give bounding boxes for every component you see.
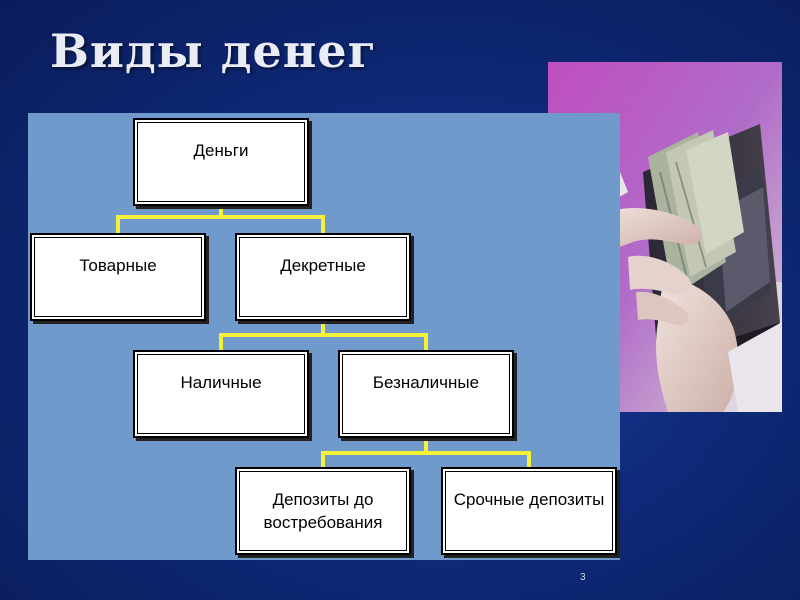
node-tovarnye: Товарные [30,233,206,321]
wallet-money-photo [548,62,782,412]
node-dekretnye-label: Декретные [280,256,366,275]
diagram-panel: Деньги Товарные Декретные Наличные Безна… [28,113,620,560]
wallet-photo-icon [548,62,782,412]
slide-title: Виды денег [50,24,377,78]
page-number: 3 [580,572,586,583]
node-depozity-do-vostrebovaniya-label: Депозиты до востребования [263,490,383,532]
node-dengi-label: Деньги [193,141,249,160]
node-nalichnye: Наличные [133,350,309,438]
node-beznalichnye: Безналичные [338,350,514,438]
node-depozity-do-vostrebovaniya: Депозиты до востребования [235,467,411,555]
node-dengi: Деньги [133,118,309,206]
node-beznalichnye-label: Безналичные [372,373,480,392]
node-srochnye-depozity: Срочные депозиты [441,467,617,555]
node-dekretnye: Декретные [235,233,411,321]
node-srochnye-depozity-label: Срочные депозиты [453,490,605,509]
node-tovarnye-label: Товарные [79,256,157,275]
node-nalichnye-label: Наличные [180,373,262,392]
connector-lines [116,204,531,469]
